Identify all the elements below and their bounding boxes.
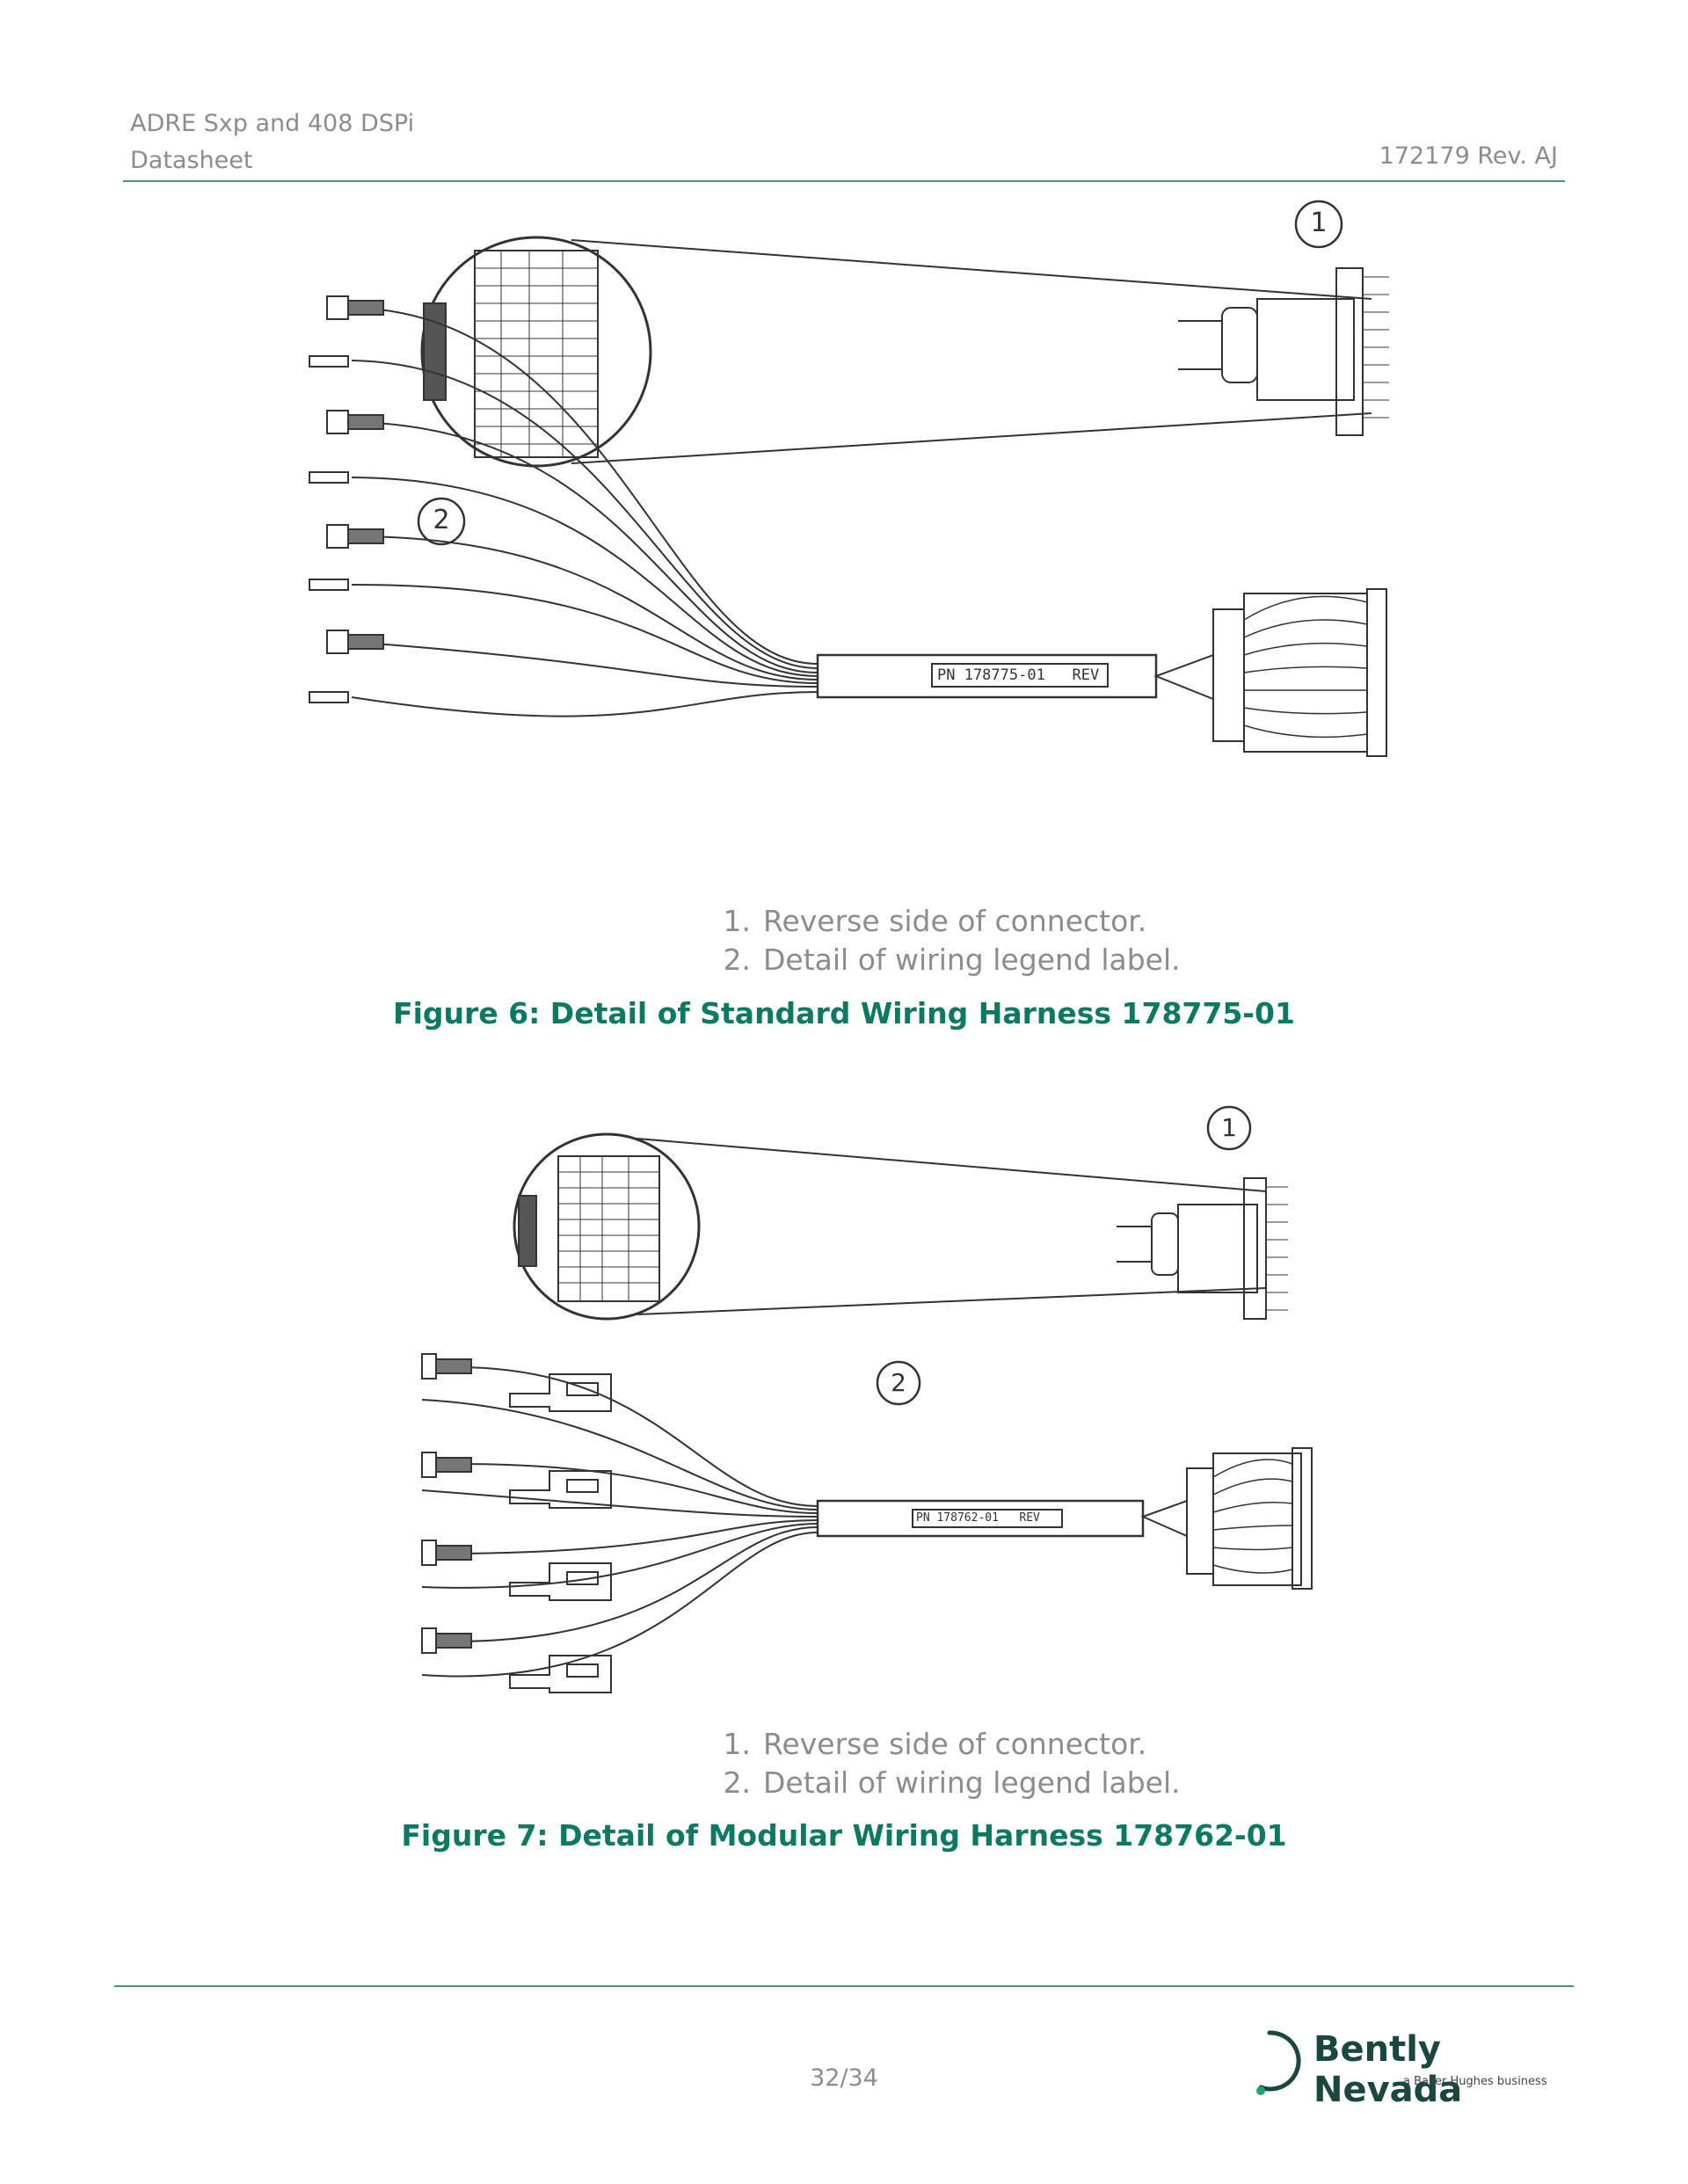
figure6-callout-1: 1 — [1310, 207, 1328, 238]
list-item: 1.Reverse side of connector. — [723, 904, 1147, 938]
document-type: Datasheet — [130, 147, 253, 174]
page-number: 32/34 — [810, 2064, 878, 2092]
figure6-part-label: PN 178775-01 REV — [937, 666, 1100, 684]
figure7-drawing — [421, 1105, 1313, 1693]
list-item: 1.Reverse side of connector. — [723, 1727, 1147, 1761]
product-title: ADRE Sxp and 408 DSPi — [130, 110, 415, 137]
document-revision: 172179 Rev. AJ — [1379, 142, 1558, 170]
figure7-notes: 1.Reverse side of connector. 2.Detail of… — [703, 1725, 1181, 1802]
figure7-part-label: PN 178762-01 REV — [916, 1511, 1040, 1525]
figure6-callout-2: 2 — [433, 505, 450, 535]
brand-tagline: a Baker Hughes business — [1403, 2075, 1547, 2088]
figure7-callout-2: 2 — [891, 1368, 906, 1397]
figure7-caption: Figure 7: Detail of Modular Wiring Harne… — [401, 1818, 1287, 1853]
figure6-drawing — [309, 200, 1389, 757]
list-item: 2.Detail of wiring legend label. — [723, 1765, 1181, 1800]
footer-rule — [114, 1985, 1574, 1987]
figure7-callout-1: 1 — [1221, 1113, 1237, 1142]
document-header: ADRE Sxp and 408 DSPi Datasheet — [130, 106, 414, 179]
figure6-notes: 1.Reverse side of connector. 2.Detail of… — [703, 902, 1181, 979]
brand-name: Bently Nevada — [1313, 2029, 1463, 2110]
figure6-caption: Figure 6: Detail of Standard Wiring Harn… — [393, 996, 1295, 1030]
bently-nevada-logo-icon — [1256, 2030, 1301, 2095]
header-rule — [123, 180, 1565, 182]
list-item: 2.Detail of wiring legend label. — [723, 943, 1181, 977]
brand-logo: Bently Nevada a Baker Hughes business — [1248, 2022, 1565, 2110]
